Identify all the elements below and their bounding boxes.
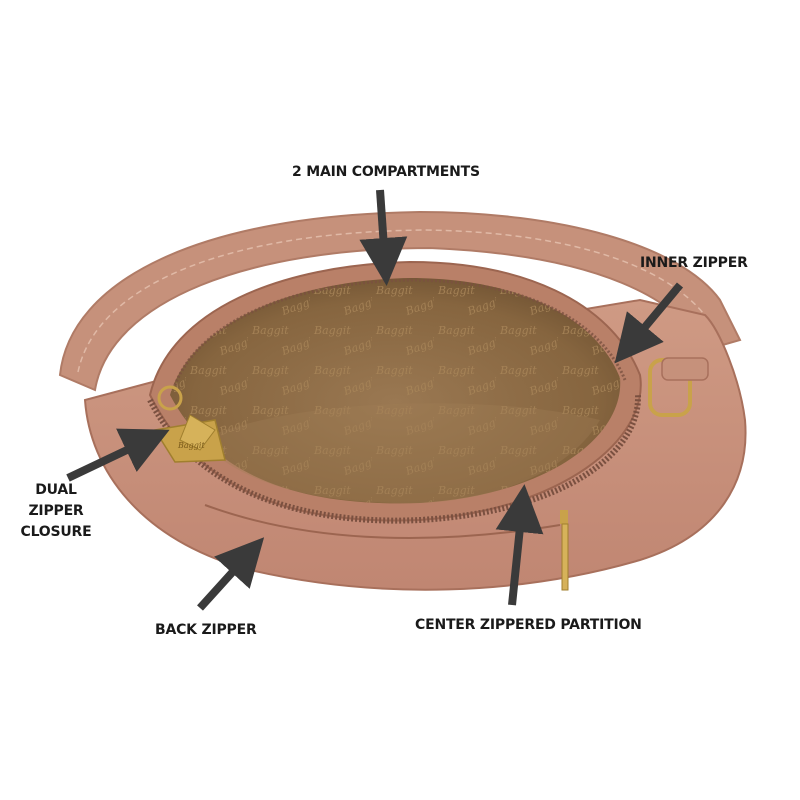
label-dual-zipper-closure: DUAL ZIPPER CLOSURE bbox=[20, 480, 92, 543]
arrow-main-compartments bbox=[359, 189, 408, 286]
arrow-back-zipper bbox=[197, 537, 265, 611]
inner-zipper-track bbox=[173, 278, 627, 386]
arrow-inner-zipper bbox=[614, 282, 684, 364]
brand-mark-left: Baggit bbox=[177, 441, 205, 450]
bag-strap bbox=[58, 210, 742, 392]
main-zipper-track bbox=[147, 394, 642, 524]
label-dual-zipper-line1: DUAL bbox=[35, 482, 77, 498]
arrow-center-partition bbox=[495, 484, 544, 606]
label-back-zipper: BACK ZIPPER bbox=[155, 622, 257, 638]
label-dual-zipper-line3: CLOSURE bbox=[20, 524, 92, 540]
label-center-partition: CENTER ZIPPERED PARTITION bbox=[415, 617, 642, 633]
label-inner-zipper: INNER ZIPPER bbox=[640, 255, 748, 271]
center-partition bbox=[200, 403, 600, 504]
arrow-dual-zipper bbox=[66, 428, 170, 482]
d-ring-hardware bbox=[648, 357, 709, 417]
dual-zipper-pulls: Baggit bbox=[153, 385, 226, 463]
label-dual-zipper-line2: ZIPPER bbox=[28, 503, 84, 519]
label-main-compartments: 2 MAIN COMPARTMENTS bbox=[292, 164, 480, 180]
partition-zipper-pull bbox=[560, 510, 569, 591]
